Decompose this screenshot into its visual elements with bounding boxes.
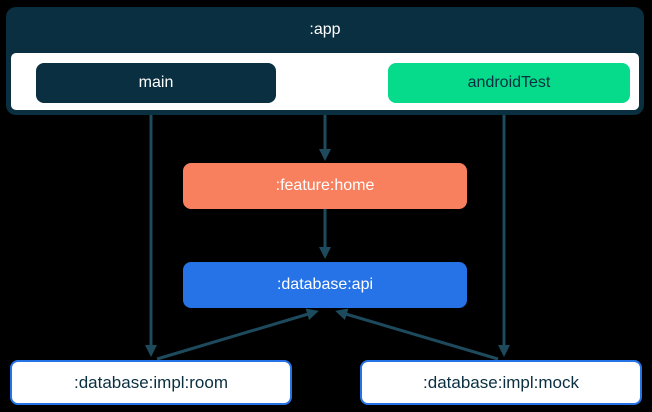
node-app-label: :app	[309, 21, 341, 38]
node-androidtest-label: androidTest	[467, 74, 551, 91]
edge-database-impl-room-to-database-api	[156, 308, 319, 361]
node-feature-home: :feature:home	[183, 163, 467, 209]
node-androidtest-source-set: androidTest	[388, 63, 630, 103]
node-database-impl-mock: :database:impl:mock	[360, 360, 642, 405]
app-source-sets-panel: main androidTest	[11, 53, 639, 110]
edge-database-impl-mock-to-database-api	[335, 308, 499, 361]
node-database-impl-room: :database:impl:room	[10, 360, 292, 405]
node-database-api: :database:api	[183, 262, 467, 308]
node-main-source-set: main	[36, 63, 276, 103]
node-app-group: :app main androidTest	[6, 7, 644, 115]
node-main-label: main	[138, 74, 174, 91]
